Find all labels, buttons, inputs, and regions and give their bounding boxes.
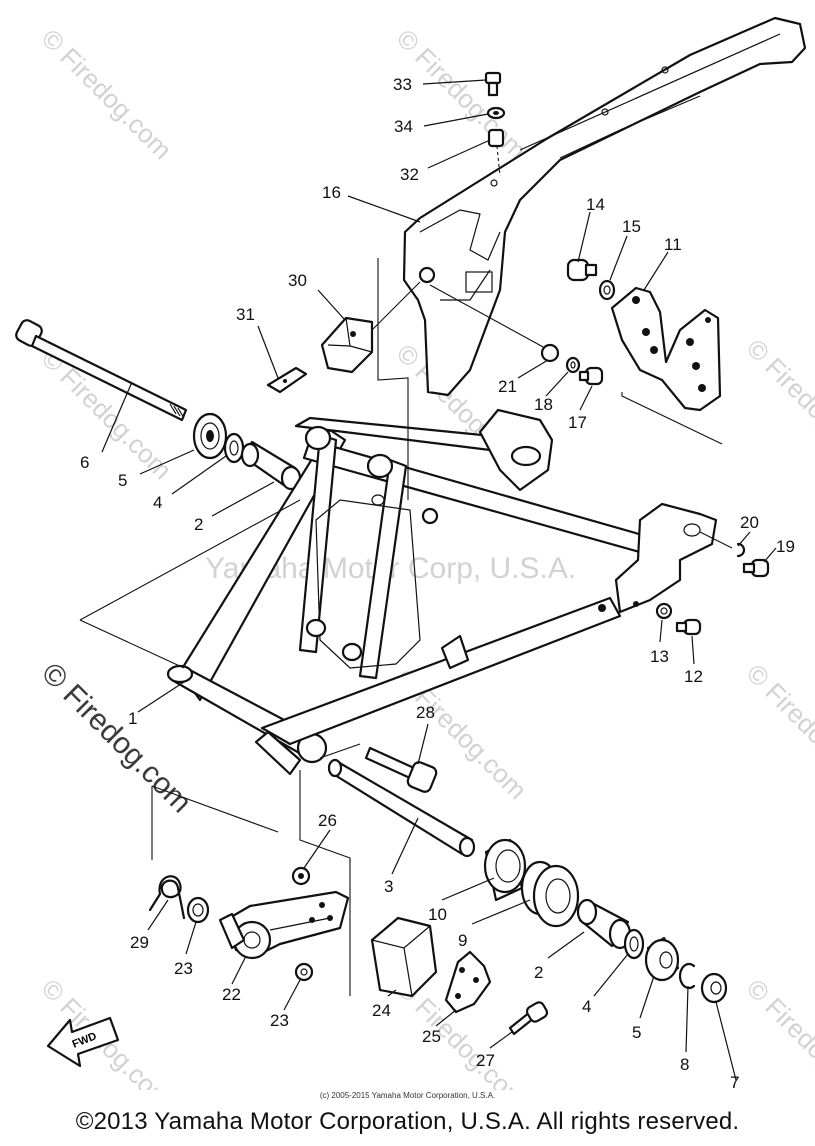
part-4-washer-upper: [223, 432, 245, 464]
callout-20: 20: [740, 513, 759, 532]
callout-1: 1: [128, 709, 137, 728]
callout-26: 26: [318, 811, 337, 830]
part-4-washer-lower: [623, 928, 645, 960]
callout-7-label: 7: [730, 1073, 739, 1090]
leader-20-line: [699, 531, 733, 549]
callout-12: 12: [684, 667, 703, 686]
callout-10: 10: [428, 905, 447, 924]
callout-34: 34: [394, 117, 413, 136]
callout-24: 24: [372, 1001, 391, 1020]
part-1-swingarm: [166, 408, 718, 776]
leader-lines: [101, 79, 777, 1081]
guide-lines: [79, 258, 723, 996]
part-32-collar: [487, 128, 505, 177]
part-16-chain-case: [402, 16, 807, 397]
swingarm-exploded-diagram: Yamaha Motor Corp, U.S.A. © Firedog.com …: [15, 16, 815, 1090]
part-8-circlip: [678, 962, 696, 990]
part-5-bearing-upper: [192, 412, 228, 460]
callout-23-lower: 23: [270, 1011, 289, 1030]
callout-2-lower: 2: [534, 963, 543, 982]
leader-21-line: [429, 284, 546, 349]
part-5-bearing-lower: [644, 936, 680, 982]
copyright-line: ©2013 Yamaha Motor Corporation, U.S.A. A…: [75, 1108, 740, 1135]
callout-13: 13: [650, 647, 669, 666]
leader-30-line: [371, 281, 421, 331]
callout-4-lower: 4: [582, 997, 591, 1016]
callout-21: 21: [498, 377, 517, 396]
callout-5-lower: 5: [632, 1023, 641, 1042]
part-6-pivot-shaft: [15, 319, 188, 422]
callout-30: 30: [288, 271, 307, 290]
callout-32: 32: [400, 165, 419, 184]
callout-31: 31: [236, 305, 255, 324]
callout-8-label: 8: [680, 1055, 689, 1074]
callout-3: 3: [384, 877, 393, 896]
part-3-pivot-shaft: [327, 758, 476, 858]
callout-17: 17: [568, 413, 587, 432]
part-2-bushing-lower: [576, 898, 632, 950]
part-19-bolt: [742, 558, 770, 578]
watermark-firedog-2: © Firedog.com: [391, 23, 533, 165]
part-11-bracket: [610, 286, 722, 412]
part-21-washer: [540, 343, 560, 363]
part-34-washer: [486, 106, 506, 120]
part-24-rubber-block: [370, 916, 438, 998]
callout-14: 14: [586, 195, 605, 214]
part-28-bolt: [364, 746, 438, 793]
small-credit-line: (c) 2005-2015 Yamaha Motor Corporation, …: [319, 1091, 496, 1100]
callout-11: 11: [664, 235, 682, 254]
callout-25-label: 25: [422, 1027, 441, 1046]
part-9-bushing: [520, 860, 580, 928]
part-7-cap: [700, 972, 728, 1004]
part-10-bushing: [483, 838, 527, 902]
watermark-firedog-10: © Firedog.com: [741, 973, 815, 1090]
part-15-washer: [598, 279, 616, 301]
watermark-firedog-7: © Firedog.com: [741, 658, 815, 800]
part-14-bolt: [566, 258, 598, 282]
callout-15: 15: [622, 217, 641, 236]
callout-23-upper: 23: [174, 959, 193, 978]
callout-6: 6: [80, 453, 89, 472]
callout-18: 18: [534, 395, 553, 414]
callout-labels: 33 34 32 16 14 15 11 30 31 6 5 4 2 21 18…: [80, 75, 795, 1090]
part-29-spring: [148, 875, 186, 920]
part-17-bolt: [578, 366, 604, 386]
part-23-bushing-lower: [294, 962, 314, 982]
watermark-firedog-1: © Firedog.com: [36, 23, 178, 165]
callout-16: 16: [322, 183, 341, 202]
watermark-firedog-5: © Firedog.com: [741, 333, 815, 475]
part-2-bushing-upper: [240, 440, 302, 491]
watermark-firedog-3: © Firedog.com: [36, 343, 178, 485]
part-23-bushing-upper: [186, 896, 210, 924]
callout-28: 28: [416, 703, 435, 722]
callout-22-label: 22: [222, 985, 241, 1004]
callout-2-upper: 2: [194, 515, 203, 534]
fwd-arrow-icon: FWD: [46, 1016, 120, 1068]
part-18-washer: [565, 356, 581, 374]
callout-29: 29: [130, 933, 149, 952]
part-12-bolt: [675, 618, 702, 636]
part-22-brake-arm: [218, 890, 350, 960]
callout-5-upper: 5: [118, 471, 127, 490]
part-31-chain-puller: [266, 366, 308, 394]
part-13-washer: [655, 602, 673, 620]
part-27-bolt: [508, 1001, 549, 1036]
callout-19: 19: [776, 537, 795, 556]
callout-4-upper: 4: [153, 493, 162, 512]
part-30-chain-guide-block: [320, 316, 374, 374]
callout-33: 33: [393, 75, 412, 94]
part-33-bolt: [484, 71, 502, 97]
part-25-plate: [444, 950, 492, 1014]
callout-9-label: 9: [458, 931, 467, 950]
part-26-nut: [291, 866, 311, 886]
callout-27: 27: [476, 1051, 495, 1070]
